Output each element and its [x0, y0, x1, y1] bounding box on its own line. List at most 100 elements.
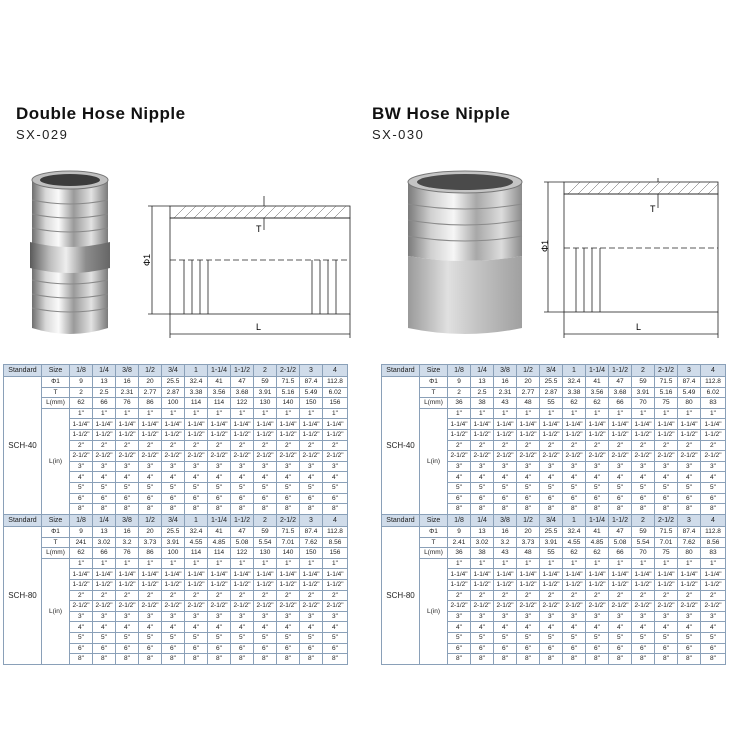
table-row: 6"6"6"6"6"6"6"6"6"6"6"6": [4, 492, 348, 505]
table-cell: 122: [230, 547, 254, 559]
table-cell: 6": [539, 642, 563, 655]
row-label-phi: Φ1: [419, 376, 448, 388]
table-cell: 7.62: [677, 536, 701, 549]
table-cell: 5": [585, 481, 609, 494]
table-cell: 1": [207, 557, 231, 570]
table-cell: 3": [230, 460, 254, 473]
bw-hose-nipple-drawing: T Φ1 L: [540, 178, 719, 338]
table-cell: 43: [493, 547, 517, 559]
table-cell: 4": [539, 621, 563, 633]
table-cell: 2-1/2": [700, 450, 726, 462]
table-cell: 4": [276, 621, 300, 633]
table-cell: 2": [299, 439, 323, 452]
table-cell: 9: [447, 376, 471, 388]
table-cell: 8": [207, 653, 231, 665]
table-cell: 8": [230, 653, 254, 665]
table-cell: 2": [138, 439, 162, 452]
table-cell: 2": [299, 589, 323, 602]
table-cell: 6": [69, 642, 93, 655]
table-cell: 150: [299, 397, 323, 409]
table-cell: 3": [585, 610, 609, 623]
table-cell: 5": [700, 631, 726, 644]
table-cell: 2": [184, 589, 208, 602]
table-cell: 2": [608, 439, 632, 452]
table-cell: 1-1/2": [69, 428, 93, 441]
table-cell: 2": [654, 589, 678, 602]
size-column-header: 1/4: [92, 364, 116, 377]
table-cell: 1-1/4": [585, 418, 609, 430]
product-code-sx-030: SX-030: [372, 127, 425, 142]
table-cell: 36: [447, 547, 471, 559]
table-cell: 8": [700, 653, 726, 665]
table-cell: 114: [184, 397, 208, 409]
table-cell: 2": [677, 589, 701, 602]
drawing1-phi-label: Φ1: [142, 254, 152, 266]
table-row: 3"3"3"3"3"3"3"3"3"3"3"3": [4, 460, 348, 473]
table-cell: 6": [562, 642, 586, 655]
table-cell: 8": [470, 653, 494, 665]
table-cell: 2-1/2": [207, 600, 231, 612]
table-cell: 2-1/2": [299, 450, 323, 462]
table-cell: 2-1/2": [608, 600, 632, 612]
size-column-header: 4: [322, 364, 348, 377]
table-cell: 4": [207, 621, 231, 633]
table-cell: 2: [447, 386, 471, 399]
table-cell: 32.4: [562, 376, 586, 388]
table-cell: 1-1/2": [92, 578, 116, 591]
table-cell: 2-1/2": [654, 600, 678, 612]
size-column-header: 2: [253, 514, 277, 527]
table-cell: 66: [608, 547, 632, 559]
table-cell: 8": [322, 653, 348, 665]
table-cell: 1-1/2": [677, 428, 701, 441]
table-cell: 3": [138, 460, 162, 473]
table-cell: 8": [138, 503, 162, 515]
table-cell: 4": [115, 621, 139, 633]
table-cell: 4.85: [585, 536, 609, 549]
table-cell: 3": [138, 610, 162, 623]
table-cell: 5.16: [654, 386, 678, 399]
table-cell: 3.91: [253, 386, 277, 399]
table-cell: 3": [562, 460, 586, 473]
table-cell: 6": [276, 492, 300, 505]
table-cell: 4": [184, 621, 208, 633]
table-cell: 2": [631, 439, 655, 452]
table-cell: 2": [493, 439, 517, 452]
table-cell: 71.5: [276, 526, 300, 538]
table-cell: 20: [138, 376, 162, 388]
table-cell: 2": [92, 439, 116, 452]
table-cell: 87.4: [299, 526, 323, 538]
table-cell: 8": [276, 653, 300, 665]
table-cell: 6": [230, 642, 254, 655]
table-cell: 156: [322, 397, 348, 409]
table-cell: 6": [207, 492, 231, 505]
table-cell: 1-1/4": [447, 418, 471, 430]
table-cell: 3": [677, 460, 701, 473]
table-cell: 2-1/2": [69, 450, 93, 462]
table-cell: 4": [138, 621, 162, 633]
row-label-t: T: [419, 536, 448, 549]
size-column-header: 1: [562, 514, 586, 527]
table-cell: 2-1/2": [585, 450, 609, 462]
table-cell: 3.38: [562, 386, 586, 399]
table-cell: 71.5: [276, 376, 300, 388]
table-cell: 6": [230, 492, 254, 505]
table-cell: 2-1/2": [493, 450, 517, 462]
table-cell: 2-1/2": [115, 450, 139, 462]
table-cell: 8": [276, 503, 300, 515]
table-cell: 4": [493, 621, 517, 633]
table-cell: 1-1/4": [470, 418, 494, 430]
table-cell: 130: [253, 397, 277, 409]
table-cell: 5": [677, 631, 701, 644]
table-cell: 2: [69, 386, 93, 399]
table-cell: 1-1/2": [92, 428, 116, 441]
table-cell: 8": [322, 503, 348, 515]
table-cell: 59: [631, 526, 655, 538]
table-cell: 1-1/4": [299, 568, 323, 580]
table-cell: 1-1/2": [322, 578, 348, 591]
table-cell: 3": [299, 610, 323, 623]
table-cell: 3": [253, 610, 277, 623]
row-label-t: T: [41, 386, 70, 399]
table-cell: 2-1/2": [161, 600, 185, 612]
